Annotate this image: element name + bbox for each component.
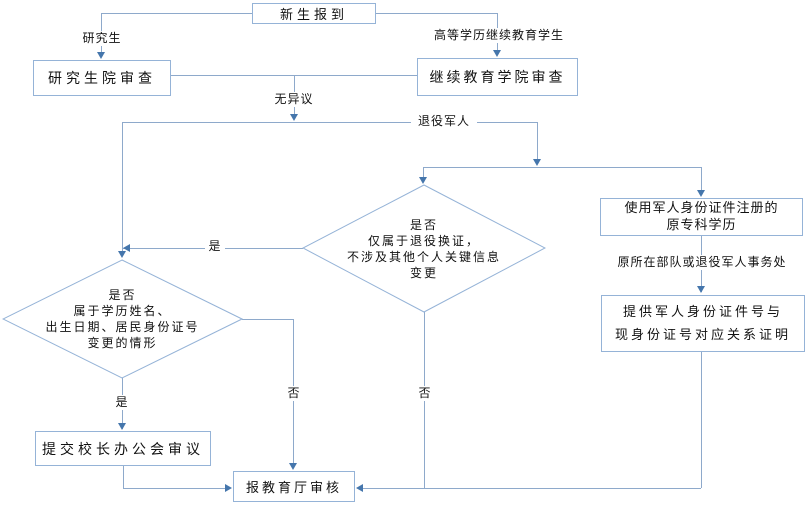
edge-label-no-center: 否 (415, 386, 435, 401)
decision-line: 仅属于退役换证， (367, 233, 480, 248)
arrowhead-left-icon (356, 484, 363, 492)
connector-line (242, 319, 293, 320)
node-id-proof-line1: 提供军人身份证件号与 (622, 304, 783, 320)
connector-line (358, 488, 701, 489)
decision-line: 变更的情形 (87, 336, 158, 350)
node-id-proof-line2: 现身份证号对应关系证明 (614, 327, 791, 343)
arrowhead-down-icon (290, 114, 298, 121)
connector-line (101, 13, 252, 14)
edge-label-former-unit: 原所在部队或退役军人事务处 (601, 255, 803, 270)
decision-veteran-cert-only: 是否 仅属于退役换证， 不涉及其他个人关键信息 变更 (302, 184, 546, 313)
node-start: 新生报到 (252, 3, 376, 24)
decision-line: 是否 (108, 288, 137, 302)
arrowhead-right-icon (225, 484, 232, 492)
arrowhead-down-icon (697, 286, 705, 293)
node-military-id-diploma: 使用军人身份证件注册的 原专科学历 (600, 198, 803, 236)
node-president-office-review: 提交校长办公会审议 (35, 431, 211, 466)
decision-line: 是否 (409, 217, 438, 232)
arrowhead-down-icon (97, 52, 105, 59)
node-military-id-diploma-line2: 原专科学历 (666, 218, 737, 233)
edge-label-no-left: 否 (284, 386, 304, 401)
decision-line: 属于学历姓名、 (73, 304, 172, 318)
arrowhead-down-icon (493, 50, 501, 57)
decision-key-info-change: 是否 属于学历姓名、 出生日期、居民身份证号 变更的情形 (2, 259, 243, 379)
node-start-label: 新生报到 (279, 8, 348, 23)
connector-line (122, 122, 537, 123)
decision-line: 出生日期、居民身份证号 (45, 320, 200, 334)
node-continuing-education-review-label: 继续教育学院审查 (429, 70, 566, 86)
decision-line: 不涉及其他个人关键信息 (346, 249, 501, 264)
edge-label-yes-center: 是 (205, 239, 225, 254)
connector-line (423, 167, 424, 182)
arrowhead-down-icon (289, 463, 297, 470)
connector-line (123, 488, 230, 489)
arrowhead-down-icon (533, 159, 541, 166)
node-id-proof: 提供军人身份证件号与 现身份证号对应关系证明 (601, 295, 805, 352)
connector-line (122, 122, 123, 256)
edge-label-continuing-student: 高等学历继续教育学生 (420, 28, 578, 43)
node-graduate-school-review: 研究生院审查 (33, 60, 171, 96)
node-education-dept-review-label: 报教育厅审核 (245, 481, 342, 496)
node-education-dept-review: 报教育厅审核 (233, 471, 355, 502)
decision-line: 变更 (409, 265, 438, 280)
diamond-shape (2, 259, 243, 379)
connector-line (123, 466, 124, 488)
connector-line (701, 167, 702, 195)
connector-line (537, 122, 538, 164)
connector-line (423, 167, 701, 168)
connector-line (701, 352, 702, 488)
edge-label-no-objection: 无异议 (268, 92, 320, 107)
edge-label-veteran: 退役军人 (411, 114, 477, 129)
decision-key-info-change-text: 是否 属于学历姓名、 出生日期、居民身份证号 变更的情形 (2, 259, 243, 379)
edge-label-graduate: 研究生 (77, 31, 127, 46)
arrowhead-down-icon (697, 190, 705, 197)
node-military-id-diploma-line1: 使用军人身份证件注册的 (624, 201, 779, 216)
arrowhead-down-icon (118, 251, 126, 258)
connector-line (376, 13, 497, 14)
arrowhead-down-icon (419, 177, 427, 184)
arrowhead-left-icon (123, 244, 130, 252)
edge-label-yes-left: 是 (112, 395, 132, 410)
node-graduate-school-review-label: 研究生院审查 (48, 71, 156, 87)
node-continuing-education-review: 继续教育学院审查 (417, 58, 578, 96)
node-president-office-review-label: 提交校长办公会审议 (42, 441, 204, 458)
decision-veteran-cert-only-text: 是否 仅属于退役换证， 不涉及其他个人关键信息 变更 (302, 184, 546, 313)
arrowhead-down-icon (118, 423, 126, 430)
diamond-shape (302, 184, 546, 313)
